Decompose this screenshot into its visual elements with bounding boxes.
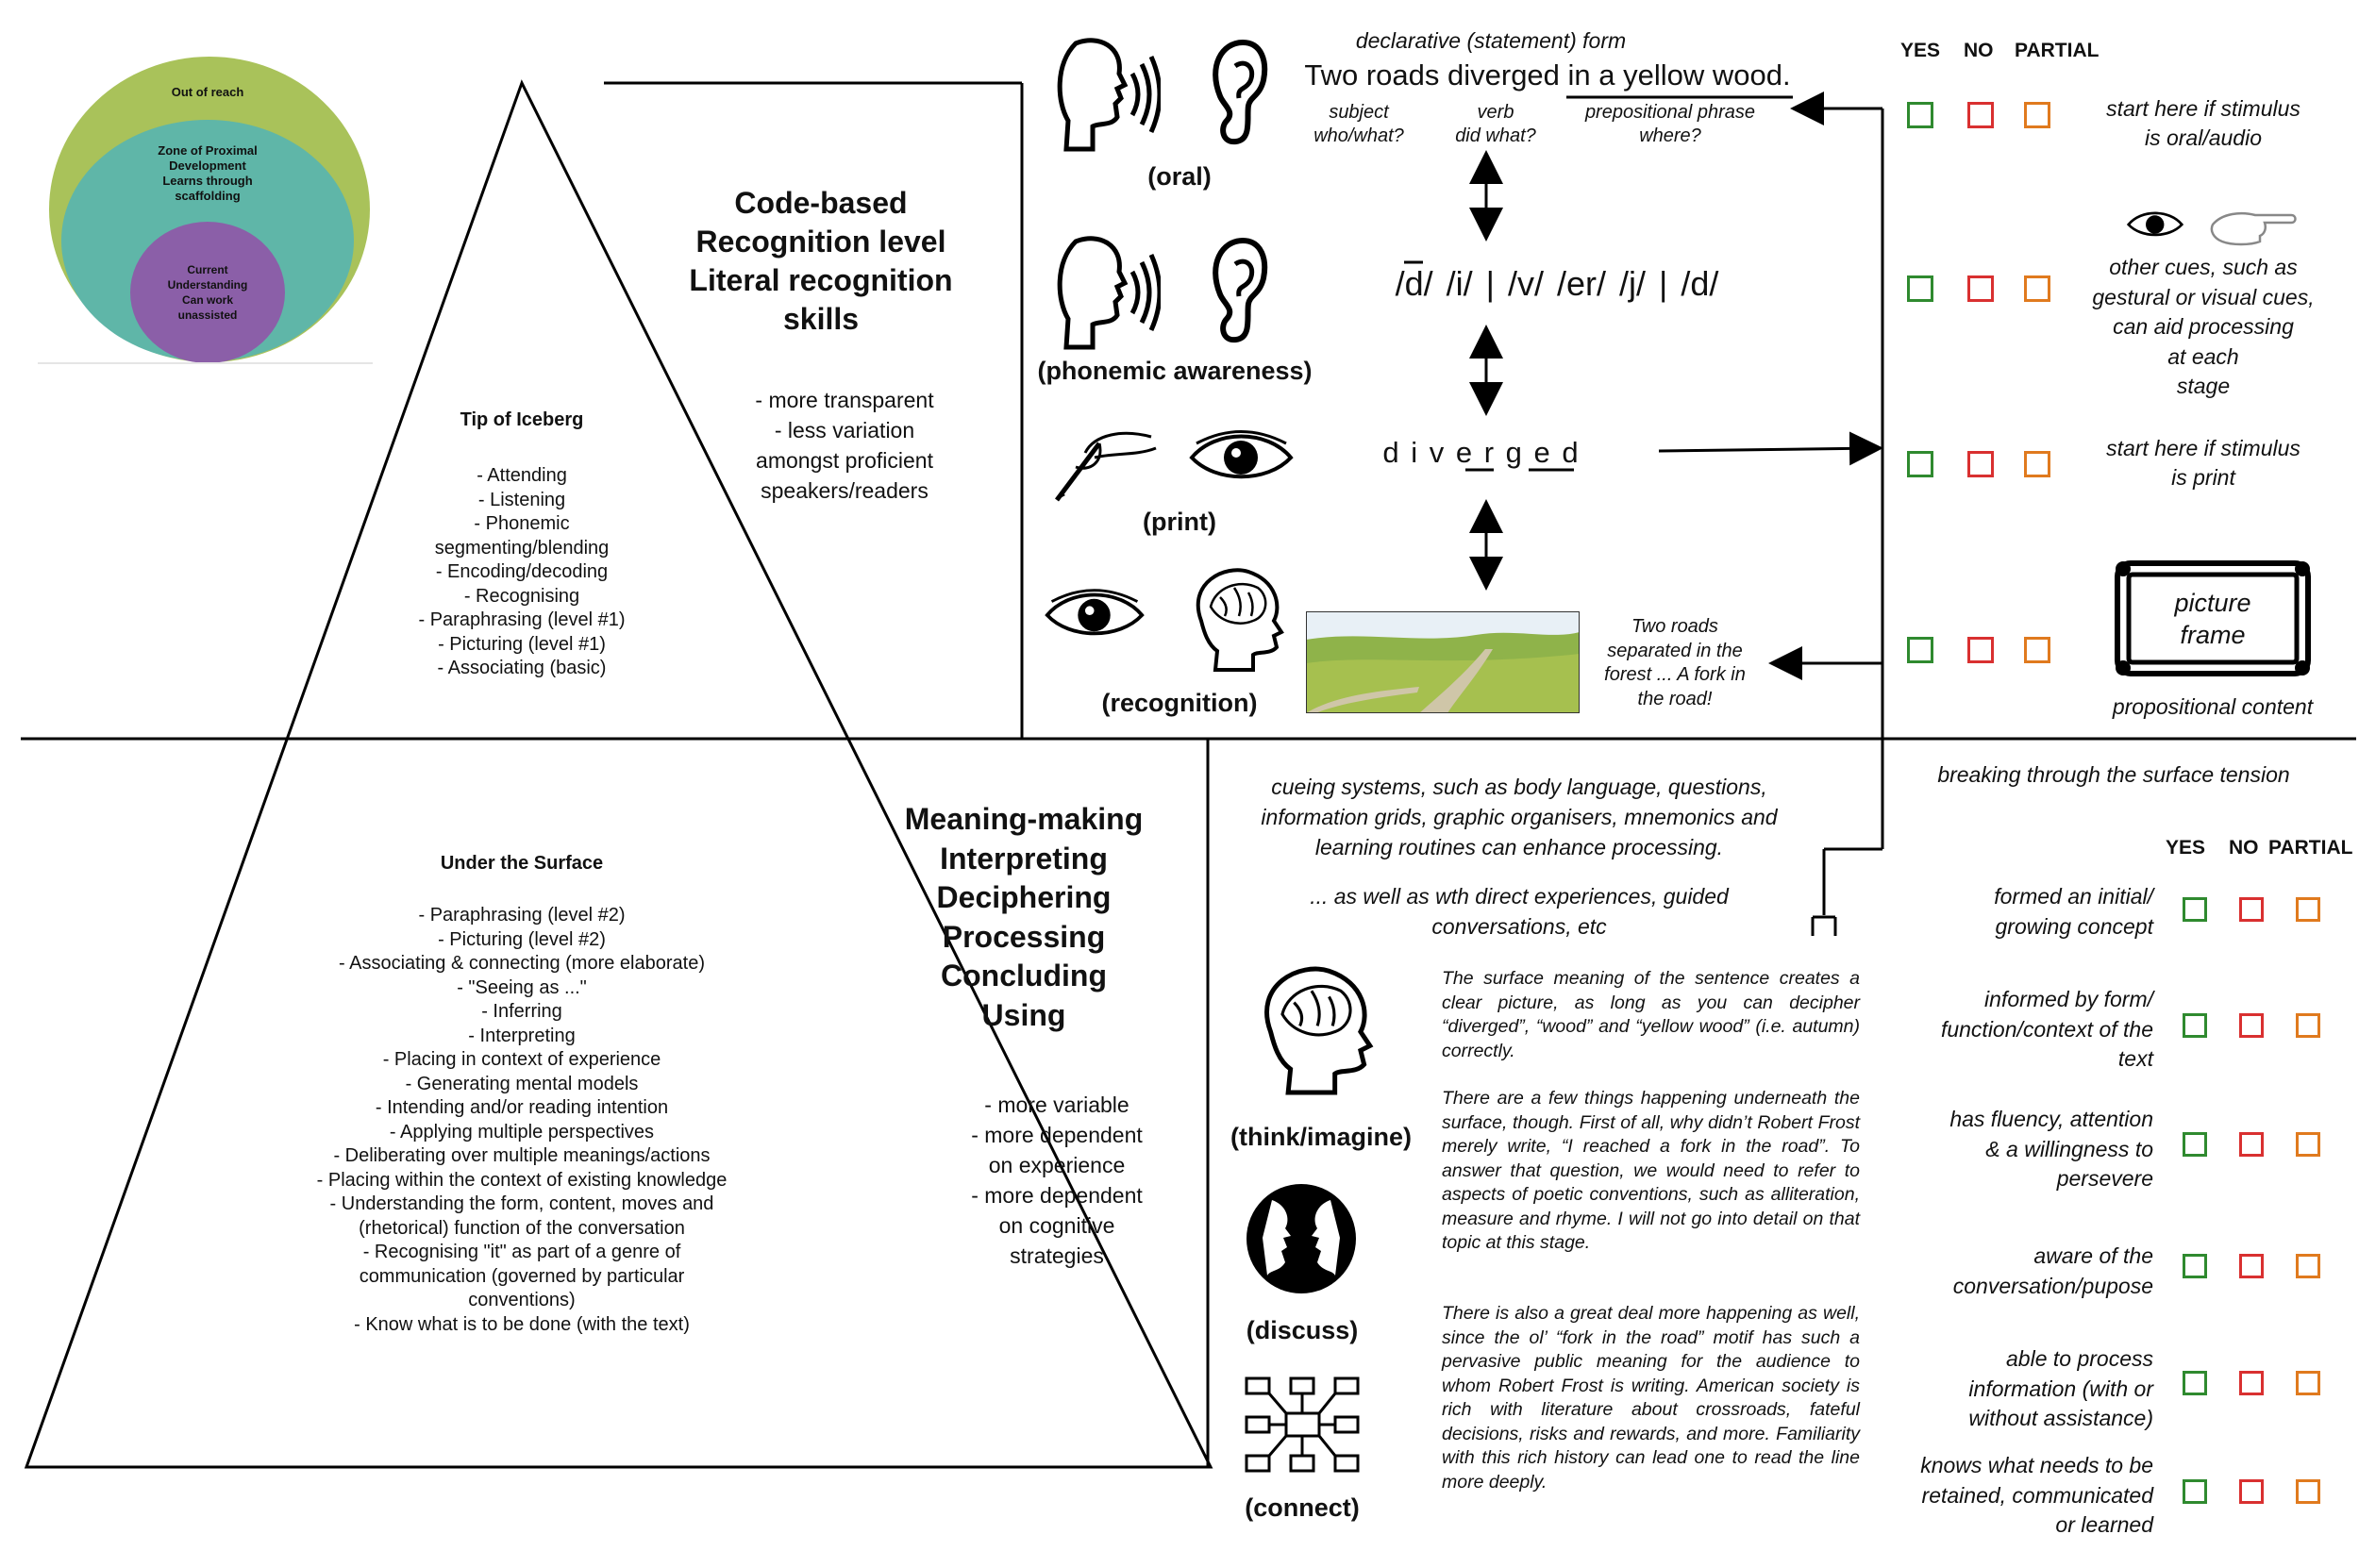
code-notes: - more transparent - less variation amon… xyxy=(755,388,934,503)
pointing-hand-icon xyxy=(2210,211,2297,246)
top-header-partial: PARTIAL xyxy=(2015,40,2100,61)
sentence-prep-label: prepositional phrase where? xyxy=(1584,102,1756,146)
bottom-header-no: NO xyxy=(2229,837,2259,859)
discuss-faces-icon xyxy=(1246,1184,1356,1293)
phoneme-string: /d/ /i/ | /v/ /er/ /j/ | /d/ xyxy=(1395,264,1719,303)
mode-print-label: (print) xyxy=(1143,508,1216,536)
paragraph-3: There is also a great deal more happenin… xyxy=(1442,1303,1860,1493)
yes-checkbox[interactable] xyxy=(1907,102,1933,128)
yes-checkbox[interactable] xyxy=(1907,275,1933,302)
no-checkbox[interactable] xyxy=(1967,637,1994,663)
bottom-row-3-text: has fluency, attention & a willingness t… xyxy=(1949,1107,2153,1191)
top-header-yes: YES xyxy=(1900,40,1941,61)
writing-hand-icon xyxy=(1055,431,1157,502)
yes-checkbox[interactable] xyxy=(2183,1479,2207,1504)
partial-checkbox[interactable] xyxy=(2024,102,2050,128)
meaning-notes: - more variable - more dependent on expe… xyxy=(971,1093,1143,1268)
speaking-head-icon xyxy=(1057,38,1161,152)
no-checkbox[interactable] xyxy=(1967,275,1994,302)
tip-title: Tip of Iceberg xyxy=(460,409,584,430)
bottom-header-partial: PARTIAL xyxy=(2268,837,2353,859)
zpd-current-label: Current Understanding Can work unassiste… xyxy=(167,263,248,322)
bottom-checklist-title: breaking through the surface tension xyxy=(1937,762,2290,787)
zpd-out-of-reach: Out of reach xyxy=(171,85,244,99)
brain-head-icon xyxy=(1196,568,1284,672)
yes-checkbox[interactable] xyxy=(2183,897,2207,922)
under-title: Under the Surface xyxy=(440,853,604,874)
bottom-row-5-text: able to process information (with or wit… xyxy=(1968,1346,2153,1430)
no-checkbox[interactable] xyxy=(2239,1132,2264,1157)
brain-head-icon xyxy=(1264,966,1374,1095)
yes-checkbox[interactable] xyxy=(2183,1013,2207,1038)
bottom-header-yes: YES xyxy=(2166,837,2206,859)
zpd-zone-label: Zone of Proximal Development Learns thro… xyxy=(158,143,258,203)
bottom-row-4-text: aware of the conversation/pupose xyxy=(1952,1243,2153,1298)
partial-checkbox[interactable] xyxy=(2296,1013,2320,1038)
bottom-row-6-text: knows what needs to be retained, communi… xyxy=(1920,1453,2153,1537)
eye-icon xyxy=(1045,589,1145,636)
speaking-head-icon xyxy=(1057,236,1161,350)
under-items: - Paraphrasing (level #2) - Picturing (l… xyxy=(316,905,728,1335)
mode-recognition-label: (recognition) xyxy=(1101,689,1258,717)
paragraph-1: The surface meaning of the sentence crea… xyxy=(1442,968,1860,1061)
top-row-1-text: start here if stimulus is oral/audio xyxy=(2106,96,2300,150)
no-checkbox[interactable] xyxy=(1967,451,1994,477)
no-checkbox[interactable] xyxy=(1967,102,1994,128)
no-checkbox[interactable] xyxy=(2239,1371,2264,1395)
partial-checkbox[interactable] xyxy=(2296,1254,2320,1278)
top-row-3-text: start here if stimulus is print xyxy=(2106,436,2300,490)
sentence-form: declarative (statement) form xyxy=(1355,28,1627,53)
zpd-inner-ellipse xyxy=(130,222,285,363)
partial-checkbox[interactable] xyxy=(2296,897,2320,922)
code-heading: Code-based Recognition level Literal rec… xyxy=(689,186,953,336)
mode-discuss-label: (discuss) xyxy=(1246,1316,1359,1344)
picture-frame-icon xyxy=(2115,560,2311,676)
no-checkbox[interactable] xyxy=(2239,1013,2264,1038)
partial-checkbox[interactable] xyxy=(2296,1132,2320,1157)
landscape-photo xyxy=(1306,611,1580,713)
yes-checkbox[interactable] xyxy=(2183,1371,2207,1395)
bottom-row-2-text: informed by form/ function/context of th… xyxy=(1940,987,2153,1071)
top-row-4-text: propositional content xyxy=(2112,694,2314,719)
cueing-text: cueing systems, such as body language, q… xyxy=(1261,775,1778,859)
sentence-text: Two roads diverged in a yellow wood. xyxy=(1304,58,1791,92)
meaning-heading: Meaning-making Interpreting Deciphering … xyxy=(904,802,1144,1032)
mode-phonemic-label: (phonemic awareness) xyxy=(1037,357,1313,385)
yes-checkbox[interactable] xyxy=(1907,451,1933,477)
eye-icon xyxy=(2126,211,2184,237)
connect-network-icon xyxy=(1245,1376,1360,1473)
partial-checkbox[interactable] xyxy=(2024,275,2050,302)
bottom-row-1-text: formed an initial/ growing concept xyxy=(1994,884,2153,939)
mode-connect-label: (connect) xyxy=(1245,1493,1360,1522)
partial-checkbox[interactable] xyxy=(2024,451,2050,477)
partial-checkbox[interactable] xyxy=(2024,637,2050,663)
top-row-2-text: other cues, such as gestural or visual c… xyxy=(2092,255,2315,398)
eye-icon xyxy=(1189,430,1294,479)
cueing-text-2: ... as well as wth direct experiences, g… xyxy=(1310,884,1729,939)
yes-checkbox[interactable] xyxy=(2183,1254,2207,1278)
tip-items: - Attending - Listening - Phonemic segme… xyxy=(418,465,626,678)
diverged-word: d i v e r g e d xyxy=(1382,436,1581,469)
sentence-subject-label: subject who/what? xyxy=(1313,102,1404,146)
ear-icon xyxy=(1213,39,1268,145)
top-header-no: NO xyxy=(1964,40,1994,61)
yes-checkbox[interactable] xyxy=(2183,1132,2207,1157)
mode-oral-label: (oral) xyxy=(1147,162,1212,191)
yes-checkbox[interactable] xyxy=(1907,637,1933,663)
sentence-verb-label: verb did what? xyxy=(1455,102,1536,146)
iceberg-triangle xyxy=(24,79,1213,1469)
paragraph-2: There are a few things happening underne… xyxy=(1442,1088,1860,1253)
picture-caption: Two roads separated in the forest ... A … xyxy=(1604,616,1746,709)
no-checkbox[interactable] xyxy=(2239,1254,2264,1278)
picture-frame-label: picture frame xyxy=(2174,589,2251,649)
no-checkbox[interactable] xyxy=(2239,897,2264,922)
ear-icon xyxy=(1213,237,1268,343)
no-checkbox[interactable] xyxy=(2239,1479,2264,1504)
partial-checkbox[interactable] xyxy=(2296,1479,2320,1504)
zpd-diagram xyxy=(38,57,373,364)
partial-checkbox[interactable] xyxy=(2296,1371,2320,1395)
mode-think-label: (think/imagine) xyxy=(1230,1123,1412,1151)
